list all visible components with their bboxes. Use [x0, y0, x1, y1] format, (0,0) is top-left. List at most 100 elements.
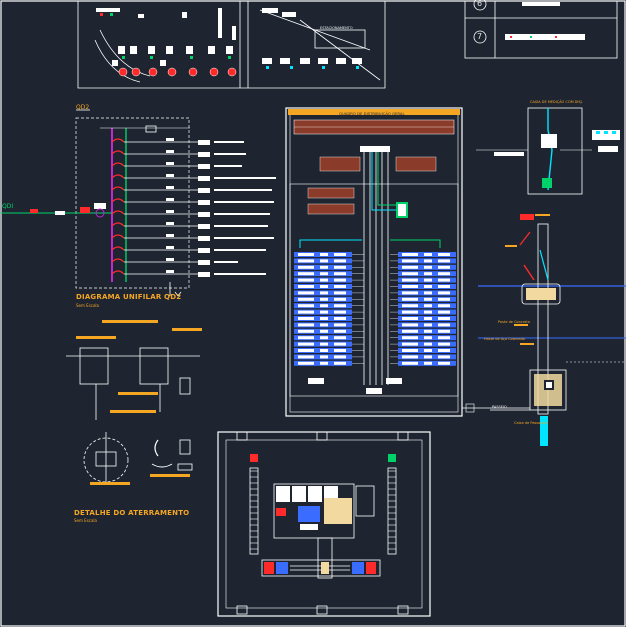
- parking-label: ESTACIONAMENTO: [320, 26, 353, 30]
- breaker-value: [334, 323, 346, 327]
- board-title: QUADRO DE DISTRIBUIÇÃO GERAL: [339, 111, 405, 116]
- breaker-value: [438, 285, 450, 288]
- breaker-value: [424, 355, 432, 359]
- breaker-value: [438, 253, 450, 256]
- breaker-value: [320, 336, 328, 340]
- circuit-tag: [166, 258, 174, 261]
- breaker-symbol: [111, 162, 125, 167]
- breaker-label: [298, 317, 314, 320]
- circuit-tag: [166, 246, 174, 249]
- breaker-value: [424, 329, 432, 333]
- circuit-label: [214, 249, 266, 251]
- breaker-value: [334, 253, 346, 256]
- breaker-symbol: [111, 258, 125, 263]
- breaker-symbol: [111, 270, 125, 275]
- pass-box-label: Caixa de Passagem: [514, 421, 549, 425]
- pole-elevation: [478, 214, 626, 446]
- breaker-value: [320, 310, 328, 314]
- circuit-tag: [166, 138, 174, 141]
- breaker-label: [402, 285, 418, 288]
- circuit-label: [214, 201, 274, 203]
- circuit-load: [198, 212, 210, 217]
- breaker-symbol: [111, 246, 125, 251]
- circuit-label: [214, 165, 242, 167]
- distribution-board: [285, 107, 530, 417]
- circuit-load: [198, 224, 210, 229]
- diagram-subtitle: Sem Escala: [76, 303, 99, 308]
- breaker-label: [298, 323, 314, 327]
- breaker-value: [438, 329, 450, 333]
- breaker-value: [320, 272, 328, 276]
- breaker-symbol: [111, 186, 125, 191]
- circuit-load: [198, 152, 210, 157]
- breaker-value: [438, 317, 450, 320]
- breaker-value: [320, 323, 328, 327]
- circuit-load: [198, 200, 210, 205]
- breaker-value: [438, 291, 450, 295]
- breaker-value: [320, 285, 328, 288]
- box-detail-labels: [76, 320, 202, 413]
- breaker-symbol: [111, 234, 125, 239]
- breaker-symbol: [111, 150, 125, 155]
- circuit-load: [198, 260, 210, 265]
- breaker-label: [402, 259, 418, 263]
- breaker-value: [438, 259, 450, 263]
- breaker-value: [424, 278, 432, 282]
- breaker-value: [334, 285, 346, 288]
- circuit-tag: [166, 198, 174, 201]
- breaker-label: [298, 297, 314, 301]
- breaker-label: [298, 310, 314, 314]
- grounding-title: DETALHE DO ATERRAMENTO: [74, 509, 190, 517]
- breaker-value: [424, 272, 432, 276]
- breaker-value: [320, 329, 328, 333]
- breaker-label: [402, 329, 418, 333]
- breaker-value: [334, 304, 346, 308]
- breaker-label: [298, 259, 314, 263]
- breaker-value: [438, 361, 450, 365]
- breaker-value: [320, 259, 328, 263]
- breaker-value: [424, 323, 432, 327]
- breaker-value: [334, 265, 346, 269]
- breaker-value: [320, 355, 328, 359]
- breaker-label: [298, 285, 314, 288]
- circuit-tag: [166, 210, 174, 213]
- site-plan: [77, 1, 386, 89]
- circuit-load: [198, 236, 210, 241]
- circuit-tag: [166, 222, 174, 225]
- breaker-value: [438, 278, 450, 282]
- breaker-label: [402, 253, 418, 256]
- breaker-label: [298, 291, 314, 295]
- breaker-label: [402, 310, 418, 314]
- breaker-value: [424, 291, 432, 295]
- panel-detail: [217, 431, 431, 617]
- breaker-label: [298, 278, 314, 282]
- breaker-value: [438, 323, 450, 327]
- circuit-tag: [166, 186, 174, 189]
- breaker-value: [438, 310, 450, 314]
- breaker-value: [320, 265, 328, 269]
- qdi-label: QDI: [2, 203, 14, 210]
- breaker-value: [320, 342, 328, 346]
- circuit-label: [214, 189, 272, 191]
- breaker-label: [298, 253, 314, 256]
- breaker-value: [334, 349, 346, 352]
- breaker-symbol: [111, 174, 125, 179]
- circuit-load: [198, 164, 210, 169]
- circuit-label: [214, 273, 266, 275]
- breaker-value: [424, 310, 432, 314]
- breaker-label: [298, 355, 314, 359]
- qd2-label: QD2: [76, 104, 90, 111]
- breaker-label: [402, 278, 418, 282]
- breaker-label: [402, 342, 418, 346]
- breaker-label: [402, 304, 418, 308]
- breaker-value: [424, 342, 432, 346]
- breaker-value: [334, 259, 346, 263]
- circuit-label: [214, 177, 276, 179]
- breaker-value: [320, 278, 328, 282]
- legend-number-6: 6: [477, 0, 483, 8]
- breaker-value: [334, 291, 346, 295]
- breaker-value: [424, 285, 432, 288]
- breaker-value: [438, 297, 450, 301]
- breaker-value: [424, 361, 432, 365]
